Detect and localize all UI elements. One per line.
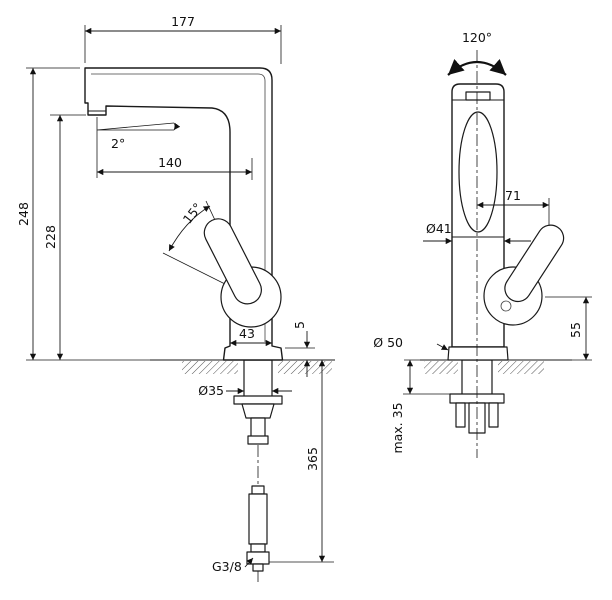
deck-hatch-front-left — [424, 361, 458, 374]
dim-71-label: 71 — [505, 188, 521, 203]
dim-d50-leader — [436, 343, 449, 351]
side-view — [26, 25, 335, 582]
fixing-stud — [250, 417, 266, 439]
dim-177-label: 177 — [171, 14, 195, 29]
hose-nut — [246, 551, 270, 565]
hose-collar — [250, 543, 266, 553]
deck-hatch-left — [182, 361, 238, 374]
fixing-nut — [241, 403, 275, 419]
dim-5-label: 5 — [292, 321, 307, 329]
dim-d35-label: Ø35 — [198, 383, 224, 398]
front-view — [403, 50, 592, 458]
stud-end — [247, 435, 269, 445]
dim-d41-label: Ø41 — [426, 221, 452, 236]
spout-face-oval — [458, 111, 498, 233]
dim-120deg-label: 120° — [462, 30, 492, 45]
fixing-bolt-right — [488, 402, 499, 428]
dim-d50-label: Ø 50 — [373, 335, 403, 350]
handle-lever — [203, 218, 262, 305]
dim-55-label: 55 — [568, 322, 583, 338]
body-inner-contour — [91, 73, 266, 342]
hose-tip — [252, 563, 264, 572]
aerator-front — [465, 91, 491, 101]
fixing-bolt-left — [455, 402, 466, 428]
deck-hatch-front-right — [498, 361, 544, 374]
dim-15deg-label: 15° — [180, 200, 205, 227]
dim-365-label: 365 — [305, 447, 320, 471]
angle-arc-15 — [168, 205, 211, 252]
dim-228-label: 228 — [43, 225, 58, 249]
dim-140-label: 140 — [158, 155, 182, 170]
dim-43-label: 43 — [239, 326, 255, 341]
washer-plate — [233, 395, 283, 405]
slope-arc — [173, 122, 181, 131]
handle-joint-detail — [500, 300, 512, 312]
dim-g38-label: G3/8 — [212, 559, 242, 574]
swivel-arc-120 — [447, 58, 507, 76]
base-escutcheon — [447, 346, 509, 361]
dim-2deg-label: 2° — [111, 136, 125, 151]
dim-max35-label: max. 35 — [390, 402, 405, 453]
handle-lever-front — [504, 224, 565, 303]
deck-hatch-right — [278, 361, 332, 374]
hose-nipple — [251, 485, 265, 495]
threaded-shank — [243, 359, 273, 399]
dim-248-label: 248 — [16, 202, 31, 226]
flex-hose — [248, 493, 268, 545]
dimension-labels: 177 2° 140 15° 248 228 43 5 Ø35 365 G3/8… — [16, 14, 583, 574]
slope-lines — [96, 122, 175, 131]
g38-leader — [244, 557, 254, 568]
